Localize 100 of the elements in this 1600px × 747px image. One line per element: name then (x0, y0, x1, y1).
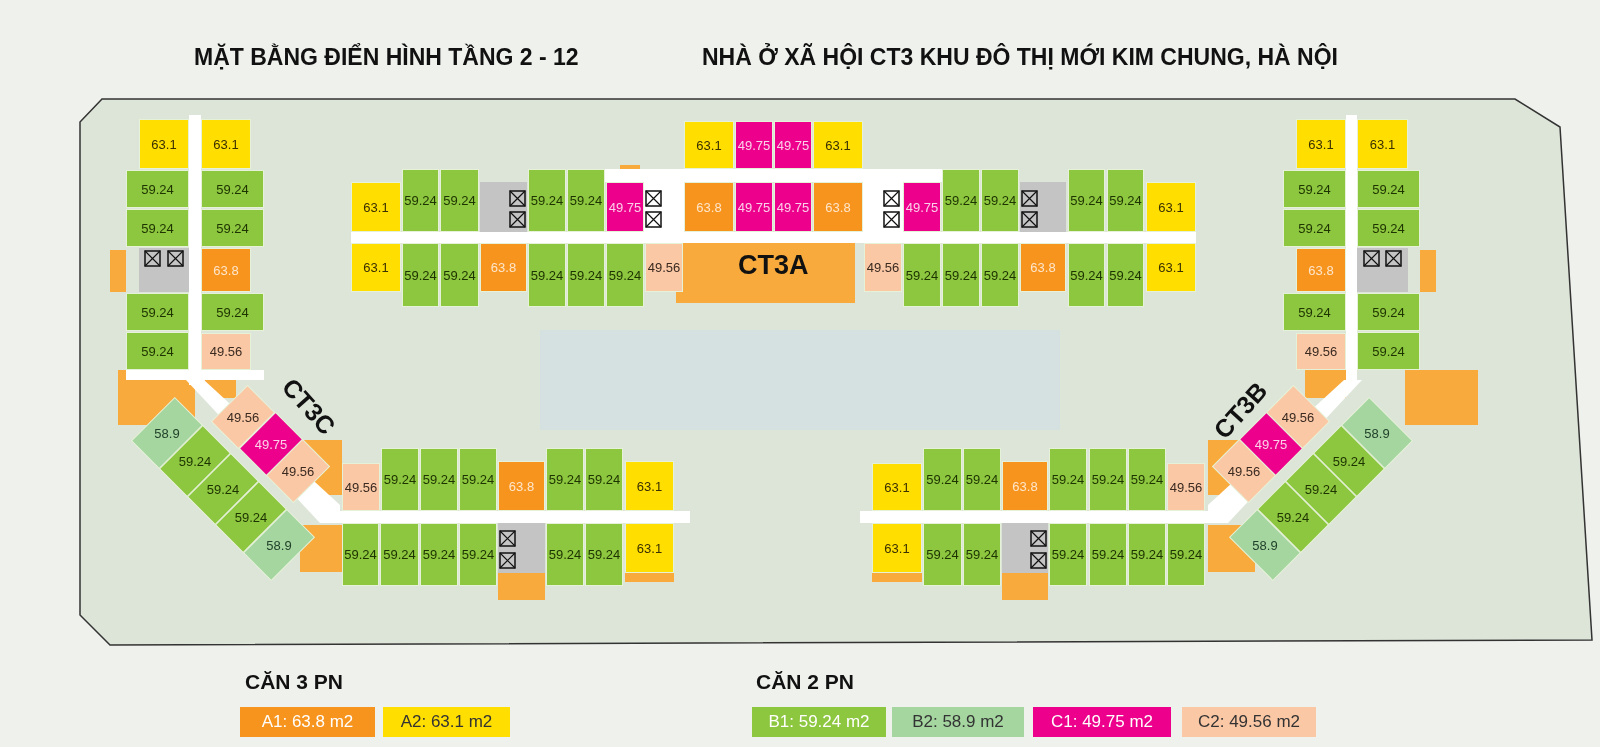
apartment-unit: 58.9 (149, 423, 185, 443)
apartment-unit: 59.24 (1283, 209, 1346, 247)
apartment-unit: 63.1 (1357, 119, 1408, 169)
apartment-unit: 63.8 (684, 182, 734, 232)
apartment-unit: 59.24 (233, 507, 269, 527)
apartment-unit: 49.75 (1253, 434, 1289, 454)
apartment-unit: 59.24 (1068, 169, 1105, 232)
apartment-unit: 63.1 (872, 523, 922, 573)
apartment-unit: 49.56 (201, 333, 251, 370)
apartment-unit: 63.8 (201, 248, 251, 292)
apartment-unit: 59.24 (981, 169, 1019, 232)
apartment-unit: 63.1 (351, 243, 401, 292)
apartment-unit: 63.8 (1020, 243, 1066, 292)
apartment-unit: 59.24 (1128, 523, 1166, 586)
apartment-unit: 63.1 (201, 119, 251, 169)
legend-label: C1: 49.75 m2 (1050, 712, 1154, 732)
legend-label: C2: 49.56 m2 (1197, 712, 1301, 732)
apartment-unit: 59.24 (126, 332, 189, 370)
apartment-unit: 59.24 (585, 448, 623, 511)
apartment-unit: 49.75 (735, 121, 773, 169)
apartment-unit: 63.1 (684, 121, 734, 169)
apartment-unit: 49.56 (280, 461, 316, 481)
apartment-unit: 59.24 (1283, 170, 1346, 208)
apartment-unit: 59.24 (1089, 523, 1127, 586)
legend-label: A2: 63.1 m2 (400, 712, 493, 732)
apartment-unit: 59.24 (126, 293, 189, 331)
apartment-unit: 63.1 (139, 119, 189, 169)
apartment-unit: 59.24 (546, 448, 584, 511)
building-label: CT3A (738, 250, 809, 281)
apartment-unit: 49.56 (1280, 407, 1316, 427)
apartment-unit: 63.1 (625, 523, 674, 573)
apartment-unit: 59.24 (1357, 170, 1420, 208)
apartment-unit: 59.24 (1049, 448, 1087, 511)
apartment-unit: 59.24 (923, 523, 962, 586)
apartment-unit: 59.24 (942, 169, 980, 232)
apartment-unit: 59.24 (903, 243, 941, 307)
legend-label: A1: 63.8 m2 (261, 712, 354, 732)
apartment-unit: 63.8 (1002, 461, 1048, 511)
apartment-unit: 59.24 (528, 243, 566, 307)
apartment-unit: 63.8 (480, 243, 527, 292)
apartment-unit: 59.24 (567, 169, 605, 232)
apartment-unit: 63.1 (1296, 119, 1346, 169)
apartment-unit: 59.24 (380, 523, 419, 586)
apartment-unit: 58.9 (261, 535, 297, 555)
apartment-unit: 59.24 (201, 209, 264, 247)
apartment-unit: 59.24 (1331, 451, 1367, 471)
apartment-unit: 63.8 (498, 461, 545, 511)
apartment-unit: 59.24 (1283, 293, 1346, 331)
apartment-unit: 59.24 (342, 523, 379, 586)
apartment-unit: 49.56 (1167, 463, 1205, 511)
apartment-unit: 59.24 (205, 479, 241, 499)
apartment-unit: 59.24 (981, 243, 1019, 307)
apartment-unit: 59.24 (942, 243, 980, 307)
apartment-unit: 59.24 (528, 169, 566, 232)
apartment-unit: 59.24 (1357, 209, 1420, 247)
apartment-unit: 58.9 (1359, 423, 1395, 443)
apartment-unit: 59.24 (1049, 523, 1087, 586)
apartment-unit: 49.75 (606, 182, 644, 232)
apartment-unit: 59.24 (1303, 479, 1339, 499)
legend-heading: CĂN 3 PN (245, 670, 344, 694)
apartment-unit: 59.24 (459, 523, 497, 586)
apartment-unit: 59.24 (381, 448, 419, 511)
legend-heading: CĂN 2 PN (756, 670, 855, 694)
apartment-unit: 59.24 (1107, 243, 1144, 307)
apartment-unit: 49.56 (645, 243, 683, 292)
apartment-unit: 49.75 (253, 434, 289, 454)
apartment-unit: 59.24 (440, 243, 479, 307)
plan-subtitle: NHÀ Ở XÃ HỘI CT3 KHU ĐÔ THỊ MỚI KIM CHUNG, HÀ NỘI (702, 44, 1338, 71)
apartment-unit: 63.1 (351, 182, 401, 232)
apartment-unit: 59.24 (1107, 169, 1144, 232)
apartment-unit: 59.24 (420, 523, 458, 586)
apartment-unit: 59.24 (402, 169, 439, 232)
apartment-unit: 63.1 (1146, 243, 1196, 292)
apartment-unit: 63.1 (625, 461, 674, 511)
apartment-unit: 59.24 (1068, 243, 1105, 307)
apartment-unit: 49.56 (1296, 333, 1346, 370)
apartment-unit: 63.8 (1296, 248, 1346, 292)
apartment-unit: 58.9 (1247, 535, 1283, 555)
legend-label: B2: 58.9 m2 (912, 712, 1004, 732)
apartment-unit: 59.24 (201, 293, 264, 331)
apartment-unit: 63.8 (813, 182, 863, 232)
legend-label: B1: 59.24 m2 (768, 712, 870, 732)
apartment-unit: 59.24 (420, 448, 458, 511)
apartment-unit: 59.24 (459, 448, 497, 511)
apartment-unit: 63.1 (872, 463, 922, 511)
apartment-unit: 63.1 (813, 121, 863, 169)
apartment-unit: 49.75 (903, 182, 941, 232)
apartment-unit: 59.24 (440, 169, 479, 232)
apartment-unit: 59.24 (126, 209, 189, 247)
apartment-unit: 59.24 (546, 523, 584, 586)
apartment-unit: 59.24 (585, 523, 623, 586)
apartment-unit: 59.24 (126, 170, 189, 208)
apartment-unit: 59.24 (402, 243, 439, 307)
apartment-unit: 59.24 (963, 448, 1001, 511)
apartment-unit: 59.24 (1128, 448, 1166, 511)
apartment-unit: 59.24 (567, 243, 605, 307)
apartment-unit: 59.24 (963, 523, 1001, 586)
apartment-unit: 49.75 (735, 182, 773, 232)
apartment-unit: 63.1 (1146, 182, 1196, 232)
apartment-unit: 49.56 (1226, 461, 1262, 481)
